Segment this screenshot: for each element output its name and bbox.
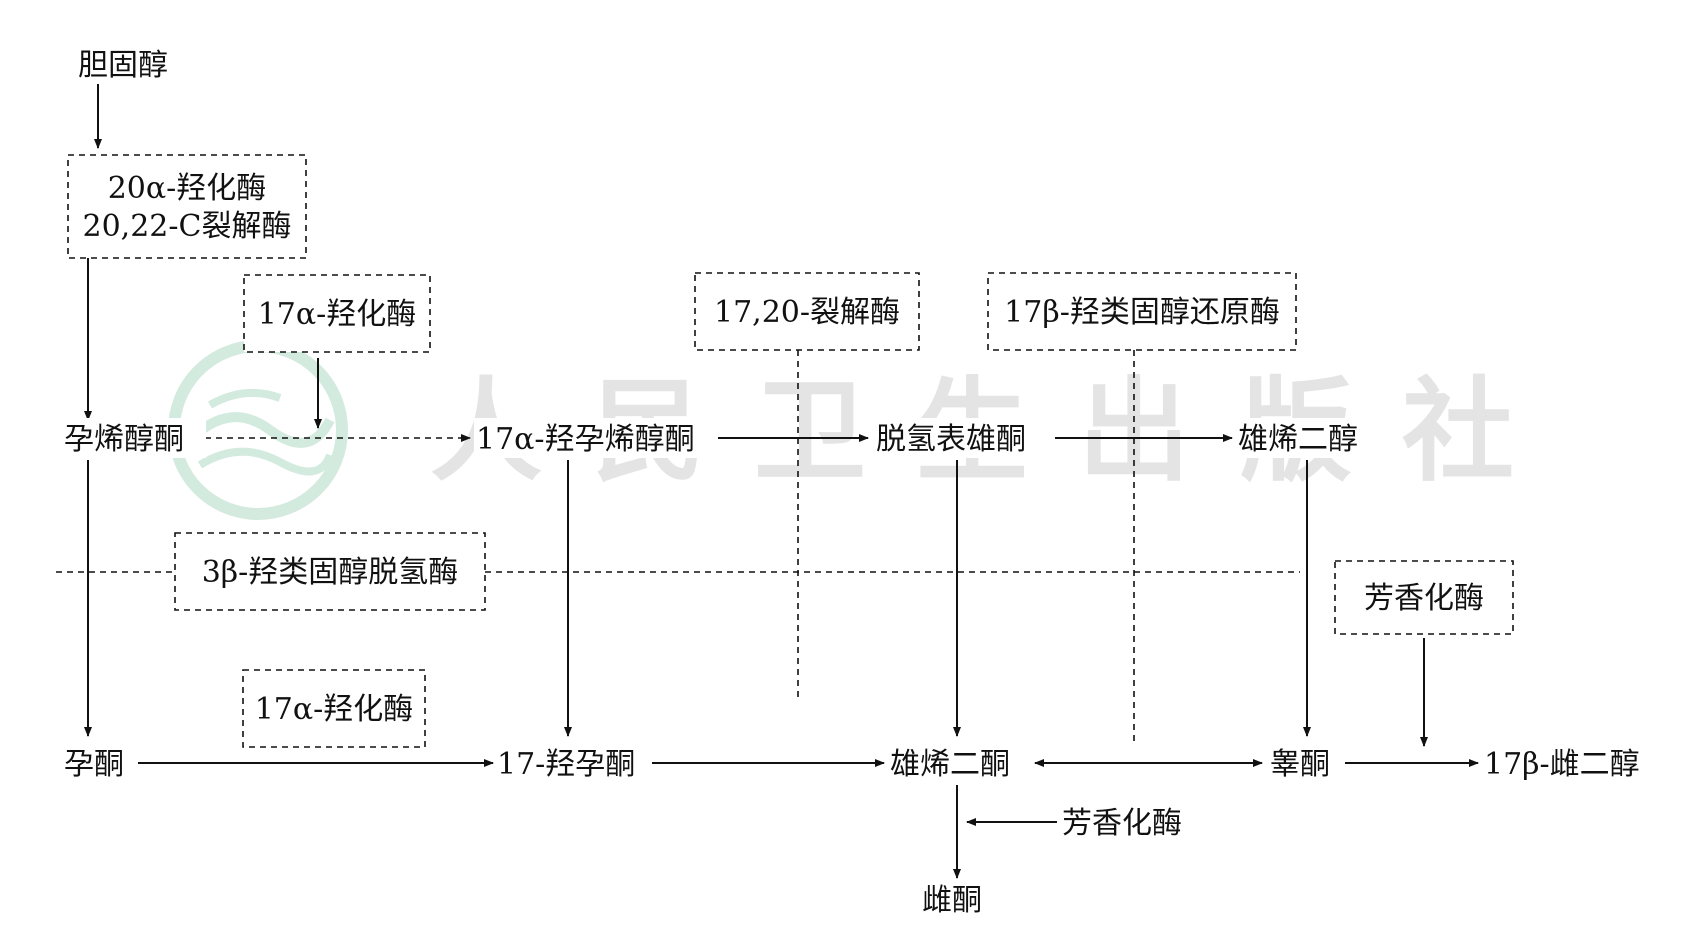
- enzyme-box-scc: [67, 154, 307, 259]
- compound-hydroxy-progesterone: 17-羟孕酮: [497, 747, 635, 782]
- label-backing-androstenediol: [1236, 418, 1384, 458]
- compound-estrone: 雌酮: [922, 883, 982, 918]
- compound-progesterone: 孕酮: [64, 747, 124, 782]
- enzyme-label-hsd17b: 17β-羟类固醇还原酶: [1004, 295, 1280, 330]
- enzyme-box-hydroxylase-bottom: [242, 669, 426, 748]
- compound-androstenediol: 雄烯二醇: [1238, 422, 1358, 457]
- enzyme-box-lyase: [694, 272, 920, 351]
- enzyme-box-hsd17b: [987, 272, 1297, 351]
- compound-hydroxy-pregnenolone: 17α-羟孕烯醇酮: [476, 422, 695, 457]
- label-backing-hydroxy-pregnenolone: [474, 418, 718, 458]
- enzyme-label-scc-line1: 20α-羟化酶: [108, 171, 267, 206]
- compound-estradiol: 17β-雌二醇: [1484, 747, 1640, 782]
- enzyme-box-hsd3b: [174, 532, 486, 611]
- enzyme-label-hydroxylase-bottom: 17α-羟化酶: [255, 692, 414, 727]
- compound-cholesterol: 胆固醇: [78, 48, 168, 83]
- enzyme-box-hydroxylase-top: [243, 274, 431, 353]
- enzyme-label-hydroxylase-top: 17α-羟化酶: [258, 297, 417, 332]
- enzyme-label-aromatase-right: 芳香化酶: [1364, 581, 1484, 616]
- compound-pregnenolone: 孕烯醇酮: [64, 422, 184, 457]
- enzyme-label-aromatase-bottom: 芳香化酶: [1062, 806, 1182, 841]
- enzyme-label-scc-line2: 20,22-C裂解酶: [83, 209, 292, 244]
- label-backing-pregnenolone: [62, 418, 206, 458]
- compound-dhea: 脱氢表雄酮: [876, 422, 1026, 457]
- compound-androstenedione: 雄烯二酮: [890, 747, 1010, 782]
- enzyme-box-aromatase-right: [1334, 560, 1514, 635]
- enzyme-label-lyase: 17,20-裂解酶: [714, 295, 900, 330]
- compound-testosterone: 睾酮: [1270, 747, 1330, 782]
- enzyme-label-hsd3b: 3β-羟类固醇脱氢酶: [202, 555, 459, 590]
- label-backing-dhea: [874, 418, 1054, 458]
